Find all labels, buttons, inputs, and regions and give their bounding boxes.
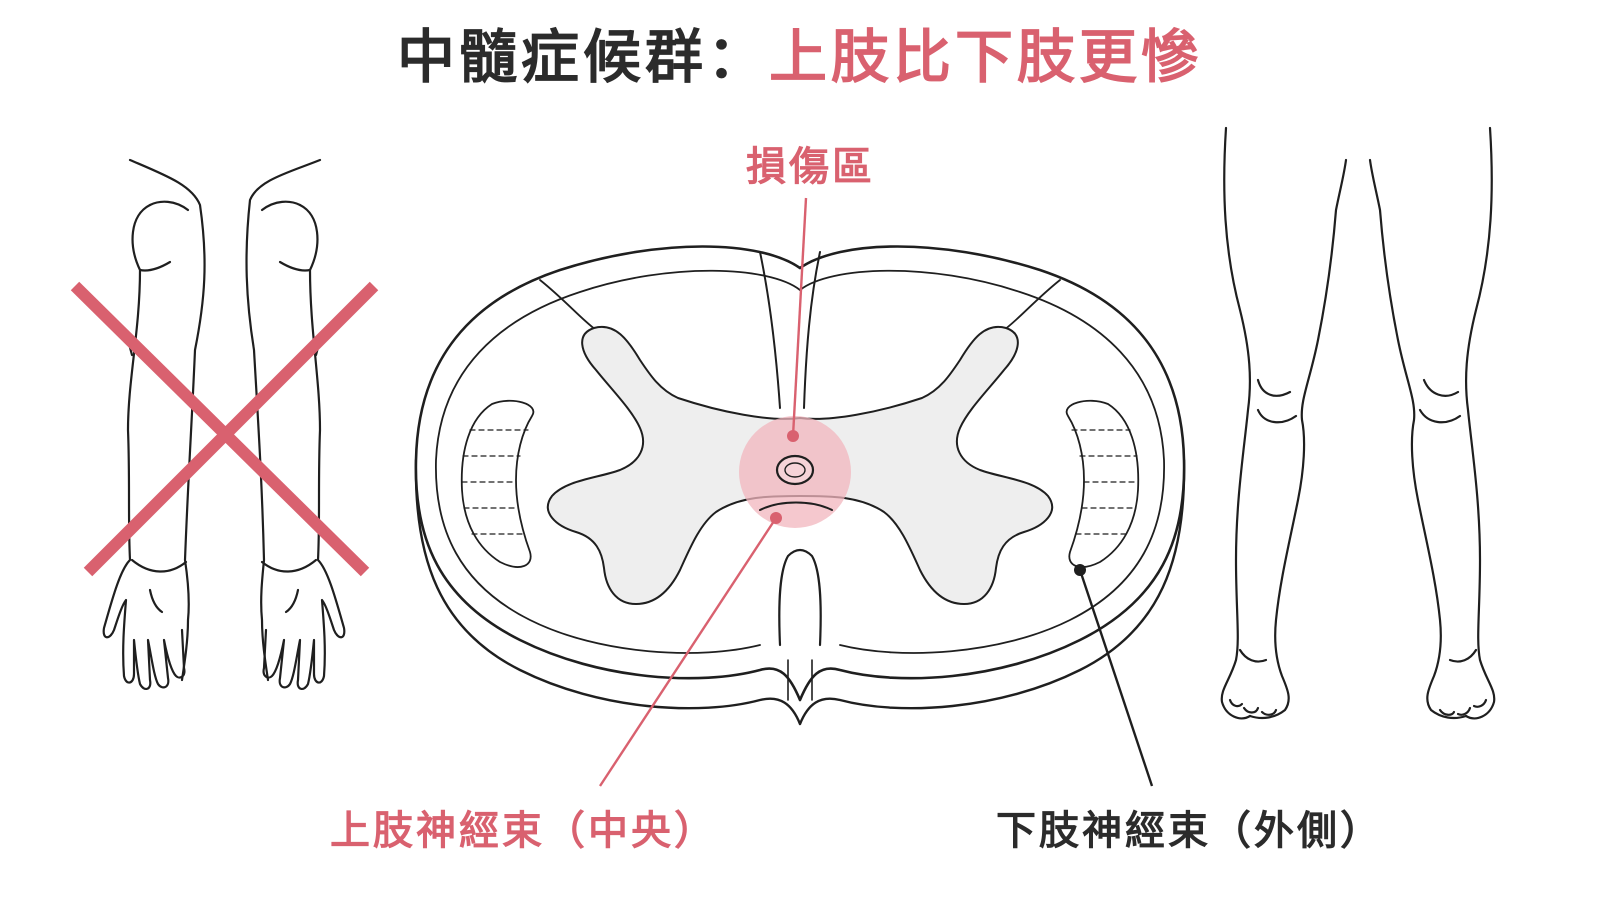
upper-limb-tract-label: 上肢神經束（中央）	[330, 808, 717, 854]
central-canal	[775, 454, 815, 486]
legs-icon	[1220, 126, 1496, 720]
injury-zone-label: 損傷區	[746, 144, 875, 190]
lower-tract-pointer-dot	[1074, 564, 1086, 576]
arms-icon	[102, 158, 346, 690]
title-main: 中髓症候群：	[396, 23, 769, 91]
pointer-lines	[598, 197, 1154, 787]
title-highlight: 上肢比下肢更慘	[769, 23, 1204, 91]
page-title: 中髓症候群：上肢比下肢更慘	[0, 22, 1600, 92]
lower-limb-tract-label: 下肢神經束（外側）	[996, 808, 1383, 854]
spinal-cord-cross-section	[414, 245, 1186, 726]
injury-pointer-dot	[787, 430, 799, 442]
upper-tract-pointer-dot	[770, 512, 782, 524]
cross-mark-icon	[70, 281, 379, 577]
